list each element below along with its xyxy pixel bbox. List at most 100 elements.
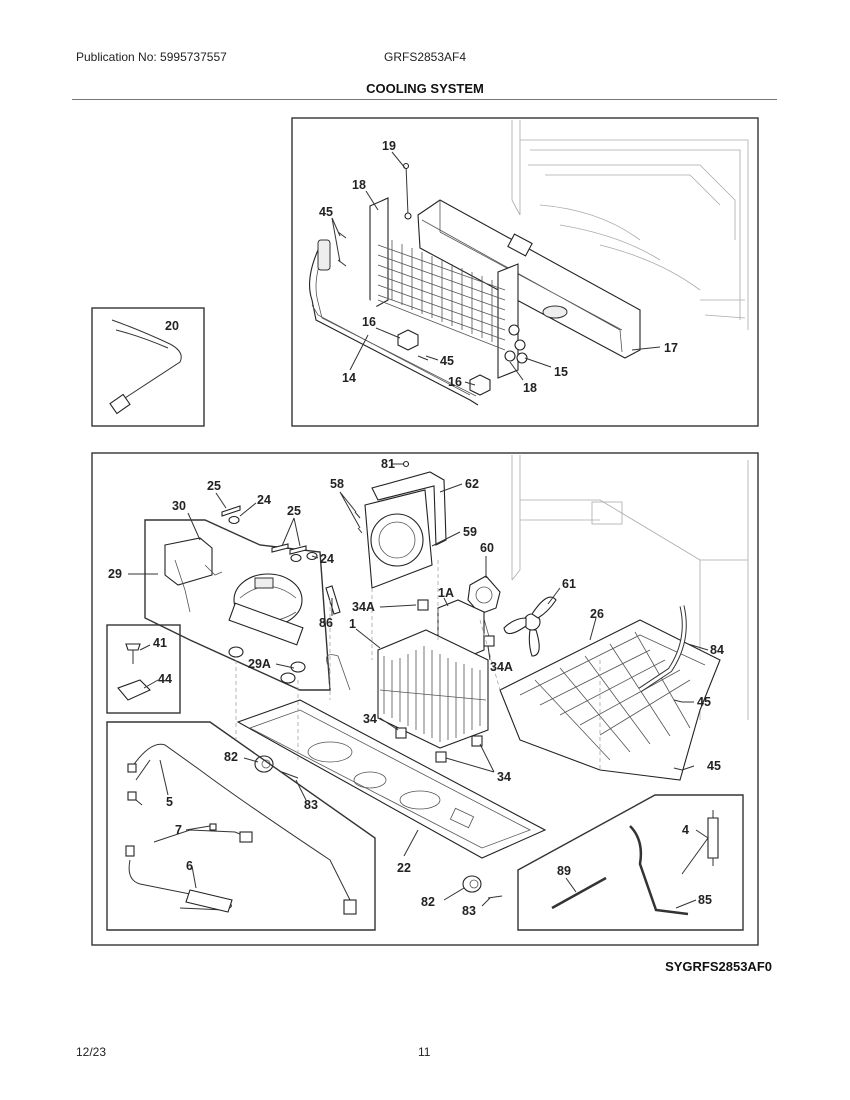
publication-number: Publication No: 5995737557 — [76, 50, 227, 64]
harness-20 — [109, 319, 182, 415]
harness-5 — [127, 743, 357, 915]
callout-83b: 83 — [462, 904, 476, 918]
callout-83a: 83 — [304, 798, 318, 812]
fan-shroud-59 — [364, 489, 433, 589]
model-number: GRFS2853AF4 — [384, 50, 467, 64]
drain-tube-84 — [638, 605, 687, 693]
gasket-62 — [371, 471, 447, 546]
callout-26: 26 — [590, 607, 604, 621]
callout-18b: 18 — [523, 381, 537, 395]
washers-24 — [228, 515, 318, 563]
screws-58 — [354, 511, 363, 534]
clips-16 — [397, 329, 491, 396]
evaporator-cover-17 — [417, 199, 641, 359]
callout-24b: 24 — [320, 552, 334, 566]
callout-5: 5 — [166, 795, 173, 809]
defrost-heater-14 — [309, 239, 479, 406]
callout-45b: 45 — [440, 354, 454, 368]
callout-15: 15 — [554, 365, 568, 379]
evaporator-coil-15 — [369, 197, 528, 379]
bracket-44 — [117, 679, 151, 701]
leader-lines-top — [331, 151, 661, 386]
tube-89 — [551, 876, 607, 910]
callout-84: 84 — [710, 643, 724, 657]
inset-drier-frame — [517, 794, 744, 931]
inset-harness-frame — [106, 721, 376, 931]
inset-20-frame — [91, 307, 205, 427]
screw-83b — [487, 895, 503, 899]
drier-4 — [681, 810, 719, 875]
screw-81 — [398, 460, 410, 468]
callout-7: 7 — [175, 823, 182, 837]
relay-overload-30 — [164, 537, 223, 613]
callout-34A-a: 34A — [352, 600, 375, 614]
callout-24a: 24 — [257, 493, 271, 507]
callout-44: 44 — [158, 672, 172, 686]
base-plate-22 — [236, 699, 547, 859]
callout-85: 85 — [698, 893, 712, 907]
callout-16a: 16 — [362, 315, 376, 329]
header-rule — [72, 99, 777, 100]
callout-58: 58 — [330, 477, 344, 491]
callout-4: 4 — [682, 823, 689, 837]
screw-83a — [281, 771, 299, 779]
screw-41 — [125, 643, 141, 664]
rod-86 — [325, 585, 341, 615]
thermostat-19 — [402, 162, 412, 220]
foot-82b — [462, 875, 482, 893]
grommets-34 — [395, 727, 483, 763]
callout-34A-b: 34A — [490, 660, 513, 674]
callout-81: 81 — [381, 457, 395, 471]
compressor-29 — [228, 573, 304, 646]
condenser-1 — [326, 629, 489, 749]
callout-25b: 25 — [287, 504, 301, 518]
top-panel-frame — [291, 117, 759, 427]
inset-41-44-frame — [106, 624, 181, 714]
callout-34a: 34 — [363, 712, 377, 726]
callout-86: 86 — [319, 616, 333, 630]
screws-45-bottom — [673, 699, 683, 771]
callout-1A: 1A — [438, 586, 454, 600]
clips-34A — [417, 599, 495, 647]
callout-29A: 29A — [248, 657, 271, 671]
callout-19: 19 — [382, 139, 396, 153]
callout-22: 22 — [397, 861, 411, 875]
callout-25a: 25 — [207, 479, 221, 493]
cabinet-outline-top — [511, 120, 749, 330]
callout-45d: 45 — [707, 759, 721, 773]
grommets-29A — [228, 646, 306, 684]
tube-85 — [629, 825, 689, 916]
callout-62: 62 — [465, 477, 479, 491]
bottom-panel-frame — [91, 452, 759, 946]
callout-14: 14 — [342, 371, 356, 385]
callout-59: 59 — [463, 525, 477, 539]
callout-45c: 45 — [697, 695, 711, 709]
clips-25 — [221, 505, 307, 555]
page-number: 11 — [418, 1045, 431, 1059]
diagram-code: SYGRFS2853AF0 — [665, 959, 772, 974]
harness-6 — [125, 845, 233, 913]
callout-29: 29 — [108, 567, 122, 581]
callout-20: 20 — [165, 319, 179, 333]
cabinet-outline-bottom — [511, 455, 749, 720]
callout-34b: 34 — [497, 770, 511, 784]
callout-82b: 82 — [421, 895, 435, 909]
leader-lines-bottom — [128, 463, 709, 909]
callout-1: 1 — [349, 617, 356, 631]
callout-30: 30 — [172, 499, 186, 513]
drain-pan-26 — [499, 619, 721, 781]
harness-7 — [153, 823, 253, 843]
callout-45a: 45 — [319, 205, 333, 219]
callout-61: 61 — [562, 577, 576, 591]
callout-89: 89 — [557, 864, 571, 878]
callout-18a: 18 — [352, 178, 366, 192]
callout-16b: 16 — [448, 375, 462, 389]
section-title: COOLING SYSTEM — [366, 81, 484, 96]
fan-blade-61 — [503, 596, 557, 657]
callout-6: 6 — [186, 859, 193, 873]
alignment-lines — [235, 560, 601, 770]
callout-41: 41 — [153, 636, 167, 650]
footer-date: 12/23 — [76, 1045, 107, 1059]
callout-60: 60 — [480, 541, 494, 555]
